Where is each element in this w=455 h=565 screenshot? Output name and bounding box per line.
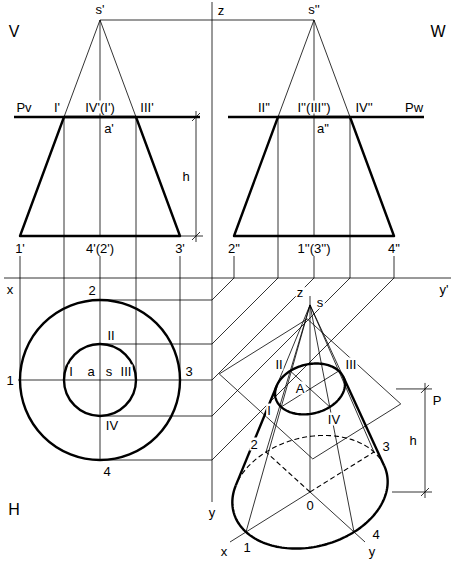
dimension-tick <box>421 385 429 393</box>
label: 4 <box>102 465 111 478</box>
label: I''(III'') <box>296 101 331 114</box>
centre-line <box>314 20 315 236</box>
label: 3' <box>174 242 186 255</box>
label: IV <box>105 419 119 432</box>
label: 3 <box>381 440 390 453</box>
label: 4 <box>371 528 380 541</box>
label: IV'(I') <box>84 101 116 114</box>
label: 1 <box>242 541 251 554</box>
dimension-tick <box>192 232 200 240</box>
label: 2 <box>87 284 96 297</box>
projection-line <box>20 256 21 380</box>
dimension-line <box>425 383 426 498</box>
label: 1''(3'') <box>296 242 331 255</box>
projection-line <box>100 256 101 460</box>
label: 0 <box>305 499 314 512</box>
section-diameter <box>281 371 339 407</box>
label: 4'' <box>387 242 401 255</box>
apex-link-line <box>100 20 314 21</box>
label: 2'' <box>227 242 241 255</box>
dimension-tick <box>421 488 429 496</box>
label: III <box>120 365 133 378</box>
projection-line <box>64 117 65 380</box>
label: IV'' <box>354 101 373 114</box>
frustum-silhouette <box>236 386 277 485</box>
label: h <box>181 170 190 183</box>
cutting-plane-trace <box>228 116 424 118</box>
label: H <box>7 502 21 518</box>
extension-line <box>392 492 432 493</box>
label: h <box>408 434 417 447</box>
x-axis <box>4 278 451 279</box>
label: x <box>6 283 15 296</box>
label: y' <box>439 283 450 296</box>
projection-line <box>100 117 350 416</box>
frustum-silhouette <box>343 377 384 466</box>
apex-line <box>310 305 343 377</box>
label: z <box>296 286 305 299</box>
label: a'' <box>316 122 330 135</box>
projection-line <box>180 256 181 380</box>
section-diameter <box>290 371 330 407</box>
generator-line <box>266 305 310 452</box>
generator-line <box>246 305 310 532</box>
dimension-line <box>196 111 197 242</box>
label: s <box>316 296 325 309</box>
label: 4'(2') <box>85 242 115 255</box>
label: s <box>105 365 114 378</box>
label: y <box>368 545 377 558</box>
label: s' <box>95 3 106 16</box>
centre-line <box>18 380 180 381</box>
label: W <box>429 24 446 40</box>
hidden-radius <box>266 452 310 492</box>
centre-line <box>100 20 101 236</box>
generator-line <box>310 305 374 452</box>
label: P <box>432 394 443 407</box>
label: z <box>217 4 226 17</box>
generator-line <box>310 305 354 532</box>
label: IV <box>327 413 341 426</box>
label: s'' <box>307 3 320 16</box>
label: a <box>86 365 95 378</box>
label: 1 <box>5 374 14 387</box>
label: V <box>8 24 21 40</box>
dimension-tick <box>192 113 200 121</box>
z-axis <box>212 2 213 502</box>
label: I <box>68 365 74 378</box>
cutting-plane-trace <box>14 116 200 118</box>
label: II <box>274 358 283 371</box>
label: Pv <box>15 101 32 114</box>
label: II <box>106 329 115 342</box>
projection-line <box>136 117 137 380</box>
label: A <box>295 382 306 395</box>
projection-line <box>100 256 394 460</box>
label: x <box>220 545 229 558</box>
x-axis-pictorial <box>230 492 310 542</box>
label: 3 <box>184 365 193 378</box>
label: I' <box>53 101 61 114</box>
z-axis-pictorial <box>310 296 311 305</box>
section-ellipse <box>275 363 345 414</box>
label: III <box>345 358 358 371</box>
label: III' <box>139 101 154 114</box>
label: I <box>266 404 272 417</box>
frustum-outline <box>234 117 394 236</box>
y-axis-pictorial <box>310 492 365 542</box>
frustum-outline <box>20 117 180 236</box>
label: 1' <box>14 242 26 255</box>
label: y <box>208 506 217 519</box>
label: Pw <box>404 101 424 114</box>
cone-axis <box>310 305 311 492</box>
extension-line <box>180 236 203 237</box>
extension-line <box>396 388 432 389</box>
label: II'' <box>257 101 271 114</box>
label: a' <box>103 122 115 135</box>
projection-line <box>100 256 234 300</box>
label: 2 <box>249 438 258 451</box>
projection-line <box>100 117 278 344</box>
